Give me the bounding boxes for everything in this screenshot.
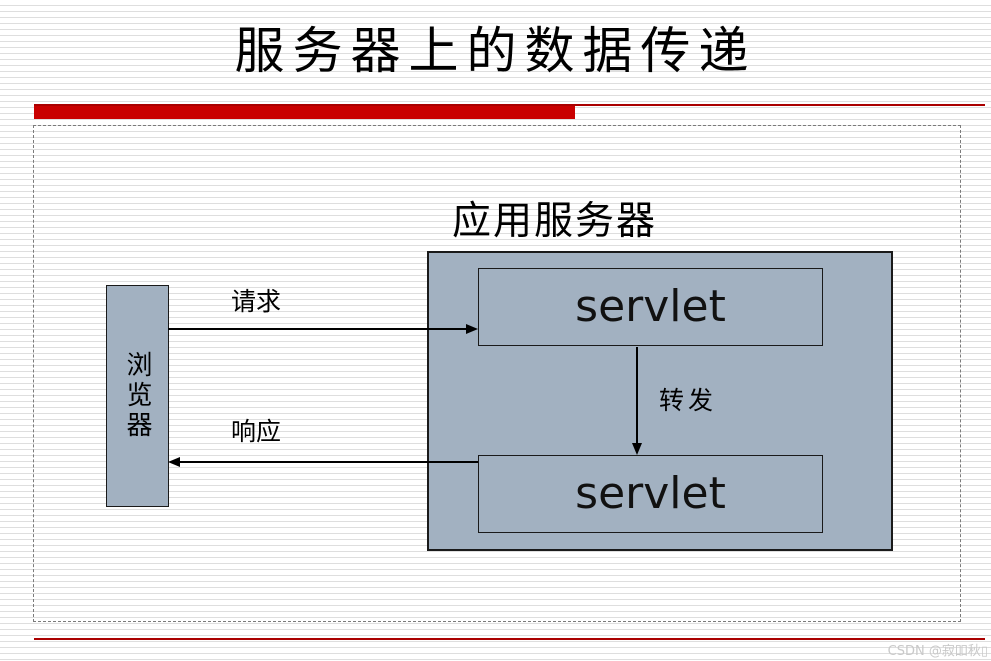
servlet-top-label: servlet — [575, 281, 726, 332]
servlet-box-bottom: servlet — [478, 455, 823, 533]
csdn-watermark: CSDN @寂吅秋▯ — [887, 644, 988, 659]
response-label: 响应 — [231, 417, 282, 446]
title-rule-thin-line — [34, 104, 985, 106]
title-rule-thick-bar — [34, 106, 575, 119]
forward-label: 转发 — [659, 386, 718, 415]
request-label: 请求 — [231, 287, 282, 316]
app-server-label: 应用服务器 — [452, 199, 658, 244]
forward-arrowhead-icon — [632, 443, 642, 455]
request-arrowhead-icon — [466, 324, 478, 334]
servlet-bottom-label: servlet — [575, 468, 726, 519]
forward-arrow-line — [636, 347, 638, 445]
browser-box: 浏览器 — [106, 285, 169, 507]
footer-rule-line — [34, 638, 985, 640]
content-frame-border — [33, 125, 961, 622]
response-arrowhead-icon — [168, 457, 180, 467]
request-arrow-line — [168, 328, 467, 330]
servlet-box-top: servlet — [478, 268, 823, 346]
response-arrow-line — [179, 461, 478, 463]
browser-label: 浏览器 — [122, 351, 152, 441]
slide-title: 服务器上的数据传递 — [234, 22, 757, 80]
